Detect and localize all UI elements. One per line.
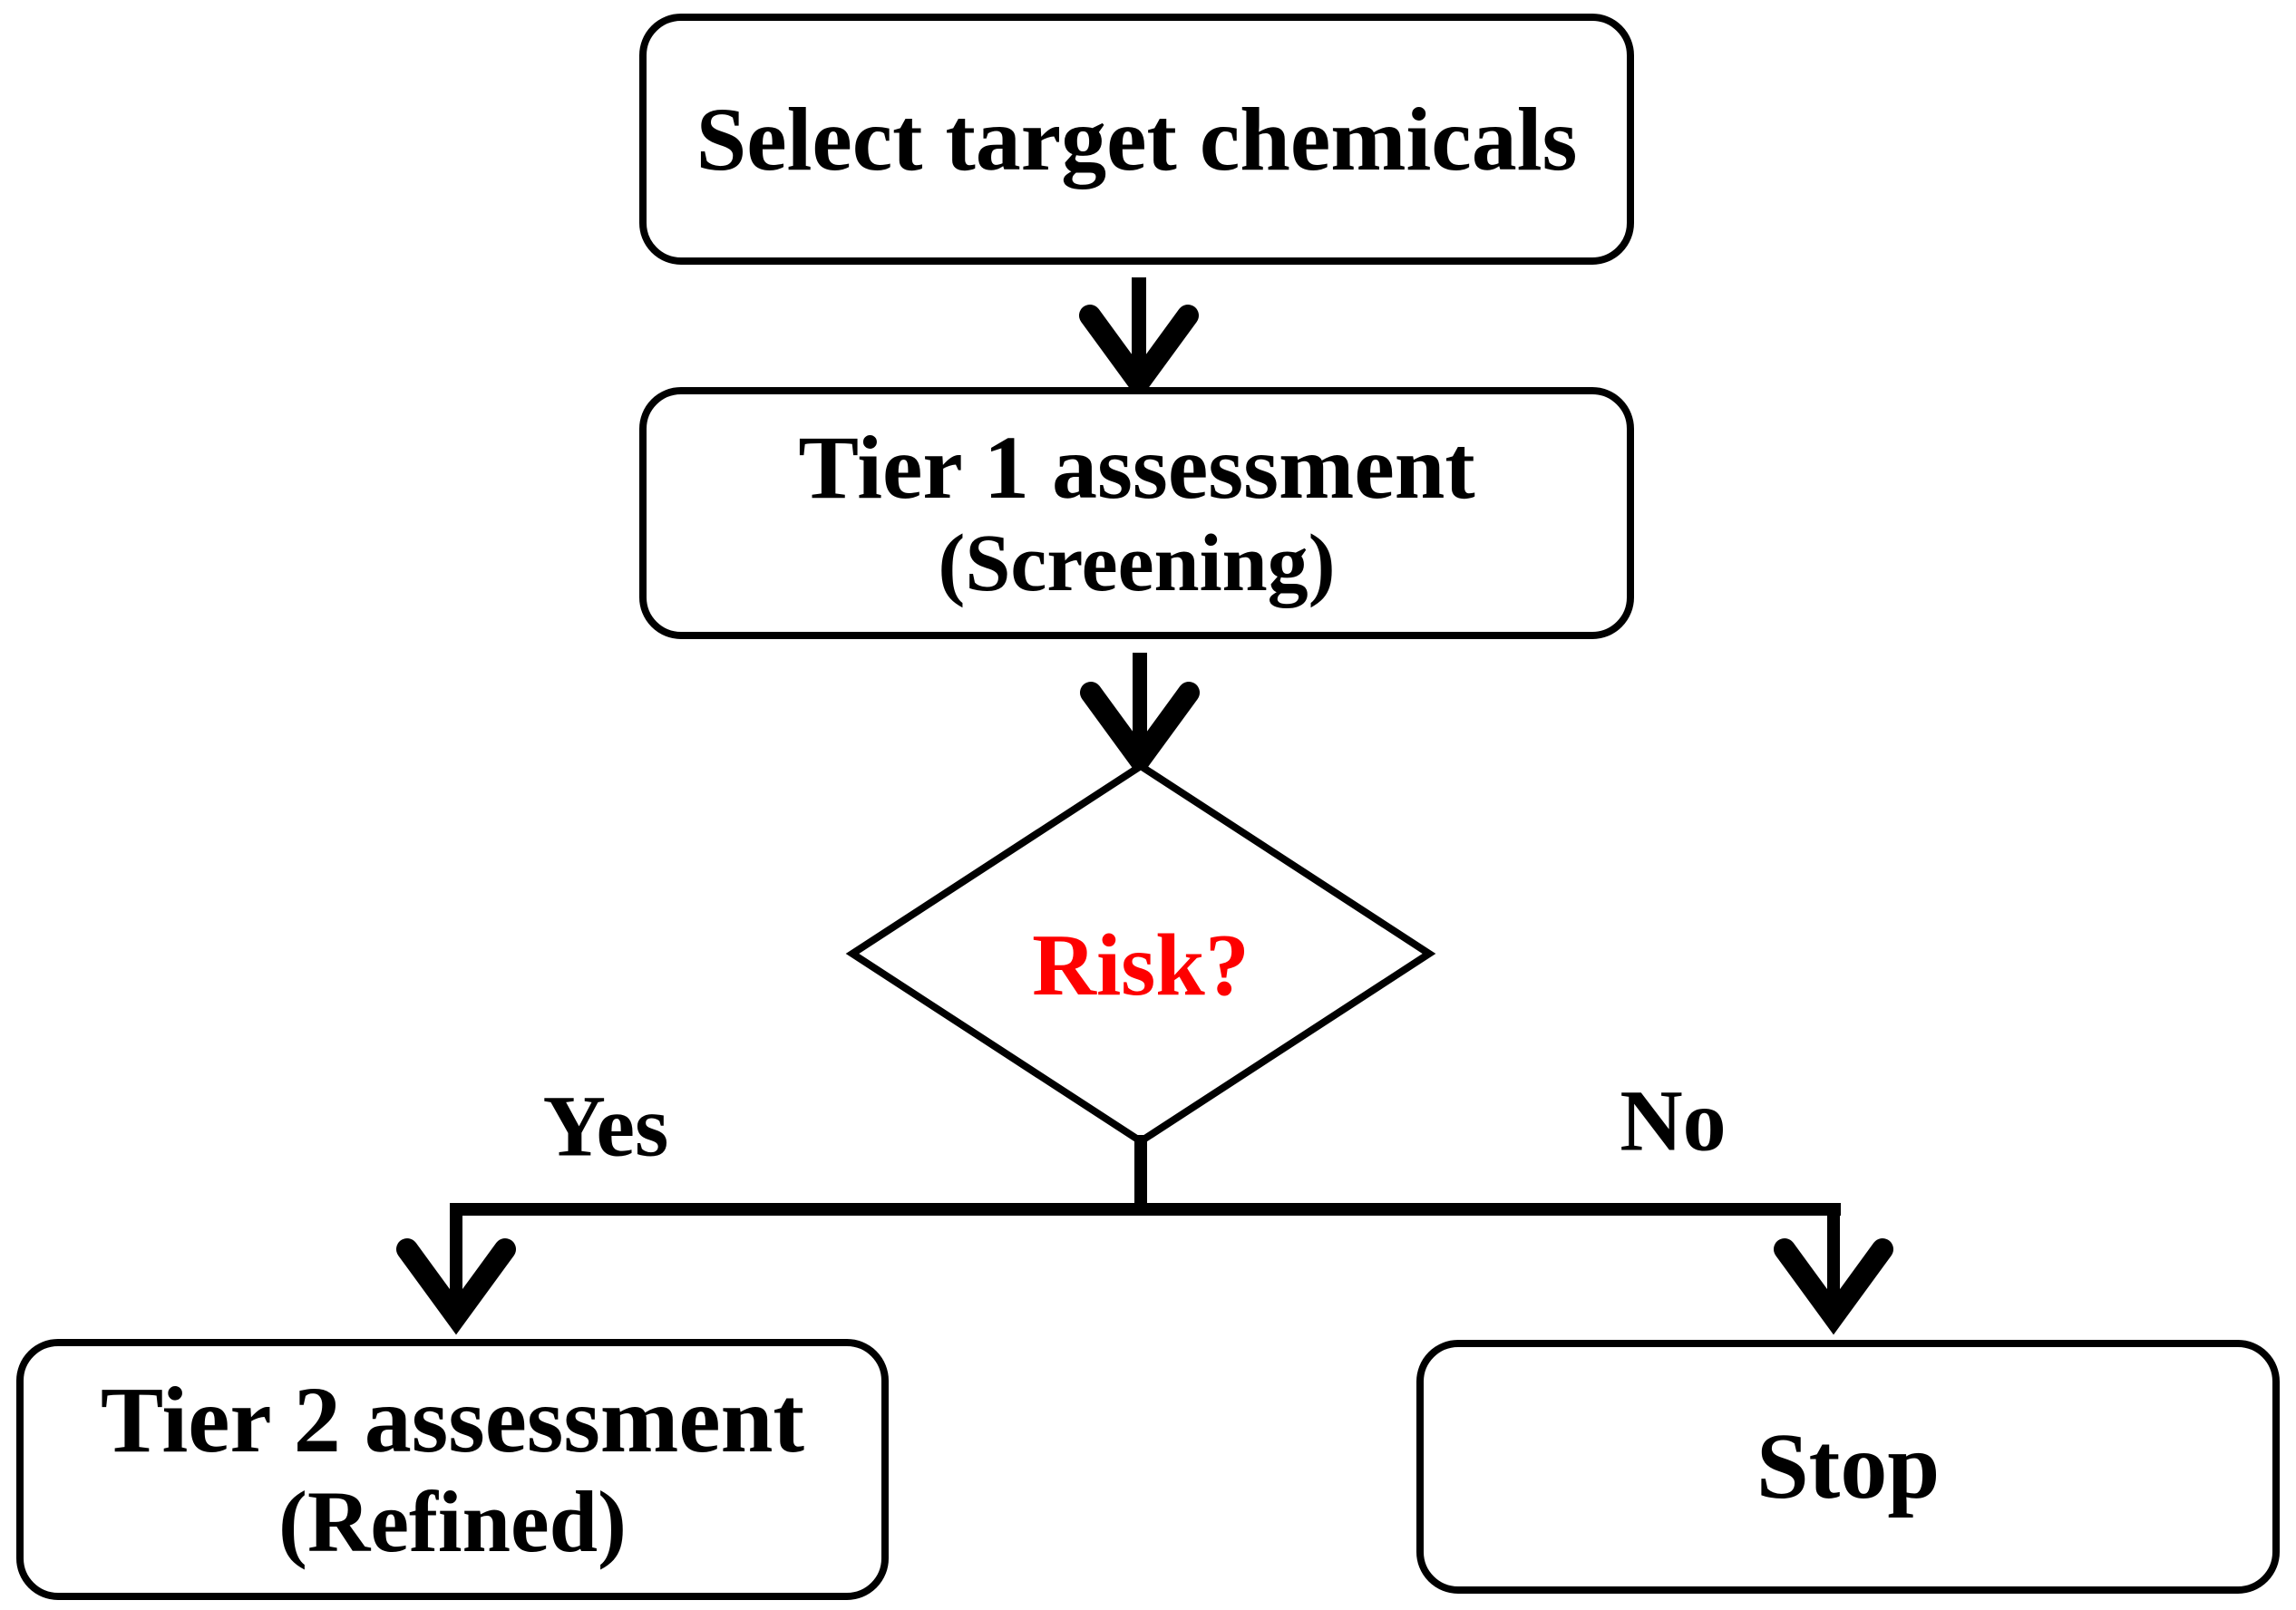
branch-connector: [450, 1135, 1841, 1216]
tier2-node-title: Tier 2 assessment: [100, 1368, 805, 1472]
no-branch-label: No: [1620, 1072, 1727, 1169]
start-node-label: Select target chemicals: [696, 88, 1578, 189]
arrow-select-to-tier1-icon: [1090, 277, 1188, 383]
start-node: Select target chemicals: [639, 14, 1634, 265]
tier2-assessment-node: Tier 2 assessment (Refined): [16, 1339, 889, 1600]
tier1-node-subtitle: (Screening): [938, 518, 1336, 608]
tier1-assessment-node: Tier 1 assessment (Screening): [639, 387, 1634, 639]
stop-node-label: Stop: [1756, 1413, 1941, 1518]
no-branch-arrow-icon: [1785, 1203, 1883, 1316]
decision-label: Risk?: [1032, 917, 1250, 1014]
stop-node: Stop: [1416, 1340, 2280, 1594]
tier1-node-title: Tier 1 assessment: [798, 416, 1475, 518]
yes-branch-label: Yes: [542, 1077, 669, 1175]
tier2-node-subtitle: (Refined): [278, 1473, 627, 1571]
arrow-tier1-to-decision-icon: [1091, 653, 1189, 760]
yes-branch-arrow-icon: [407, 1203, 505, 1316]
